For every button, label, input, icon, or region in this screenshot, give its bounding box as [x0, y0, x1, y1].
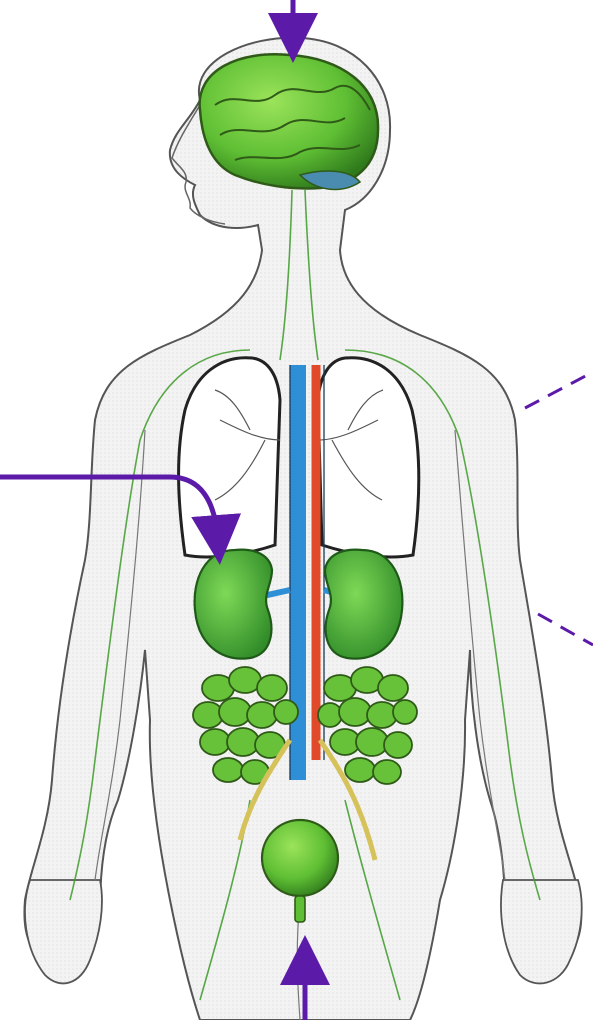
left-lung	[179, 358, 280, 557]
bladder	[262, 820, 338, 896]
right-lung	[318, 358, 419, 557]
dashed-line-forearm	[538, 614, 593, 645]
urethra	[295, 896, 305, 922]
left-hand	[25, 880, 102, 983]
dashed-line-upper-arm	[525, 372, 593, 408]
brain	[200, 54, 378, 188]
right-hand	[501, 880, 582, 983]
left-kidney	[195, 550, 272, 659]
right-kidney	[325, 550, 402, 659]
brain-icon	[200, 54, 378, 189]
